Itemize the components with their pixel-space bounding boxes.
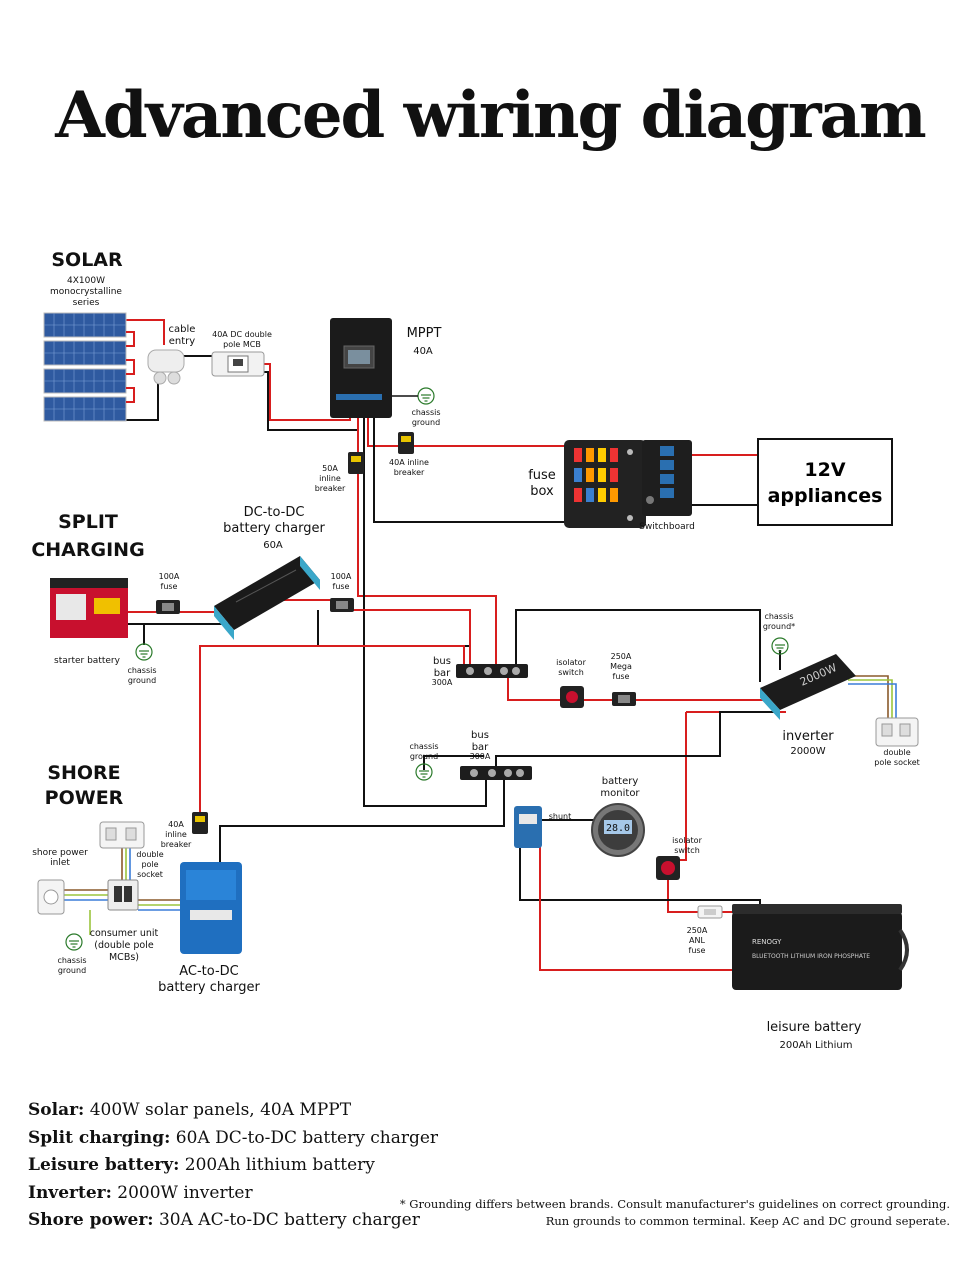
inverter-unit: 2000W	[760, 654, 856, 720]
shunt	[514, 806, 542, 848]
consumer-unit-box	[107, 879, 139, 911]
solar-panel-array	[43, 312, 135, 422]
inline-breaker-40a-shore-label: 40A inline breaker	[160, 820, 192, 849]
mppt-controller	[330, 318, 392, 418]
page-title: Advanced wiring diagram	[55, 78, 927, 153]
chassis-ground-shore	[65, 933, 83, 951]
acdc-charger-unit	[180, 862, 242, 954]
shunt-label: shunt	[548, 812, 572, 821]
isolator-switch-bottom	[656, 856, 680, 880]
solar-subheading: 4X100W monocrystalline series	[50, 276, 122, 308]
footnote-line-1: * Grounding differs between brands. Cons…	[399, 1197, 950, 1211]
inverter-label: inverter	[782, 729, 834, 744]
battery-spec-text: BLUETOOTH LITHIUM IRON PHOSPHATE	[752, 953, 870, 960]
isolator-switch-bottom-label: isolator switch	[672, 836, 702, 855]
leisure-battery-unit: RENOGY BLUETOOTH LITHIUM IRON PHOSPHATE	[732, 904, 909, 990]
shore-inlet-label: shore power inlet	[32, 848, 88, 868]
switchboard-label: Switchboard	[639, 522, 695, 532]
leisure-battery-spec: 200Ah Lithium	[779, 1040, 853, 1051]
inline-breaker-50a	[348, 452, 364, 474]
shore-heading-2: POWER	[44, 787, 124, 809]
fuse-100a-left-label: 100A fuse	[158, 572, 180, 591]
chassis-ground-starter-label: chassis ground	[127, 666, 157, 685]
battery-brand-text: RENOGY	[752, 938, 782, 946]
solar-panel	[43, 340, 127, 366]
battery-monitor: 28.0	[591, 803, 645, 857]
summary-item: Split charging: 60A DC-to-DC battery cha…	[28, 1127, 439, 1148]
mega-fuse	[612, 692, 636, 706]
solar-panel	[43, 396, 127, 422]
inline-breaker-40a-label: 40A inline breaker	[389, 458, 429, 477]
double-pole-socket-inverter	[875, 717, 919, 747]
isolator-switch-top	[560, 686, 584, 708]
bus-bar-top-label: bus bar	[433, 656, 451, 679]
bus-bar-top-amps: 300A	[431, 678, 453, 687]
dc-mcb	[211, 351, 265, 377]
isolator-switch-top-label: isolator switch	[556, 658, 586, 677]
double-pole-socket-inverter-label: double pole socket	[874, 748, 920, 767]
chassis-ground-busbar-label: chassis ground	[409, 742, 439, 761]
consumer-unit-label: consumer unit (double pole MCBs)	[89, 928, 159, 963]
chassis-ground-inverter	[771, 637, 789, 655]
fuse-100a-right	[330, 598, 354, 612]
leisure-battery-label: leisure battery	[766, 1020, 862, 1035]
anl-fuse-label: 250A ANL fuse	[686, 926, 708, 955]
mega-fuse-label: 250A Mega fuse	[610, 652, 632, 681]
summary-item: Inverter: 2000W inverter	[28, 1182, 253, 1203]
solar-panel	[43, 312, 127, 338]
split-heading-2: CHARGING	[31, 539, 145, 561]
battery-monitor-display: 28.0	[606, 823, 630, 834]
fuse-100a-right-label: 100A fuse	[330, 572, 352, 591]
appliances-box: 12V appliances	[757, 438, 893, 526]
mppt-amps-label: 40A	[413, 346, 433, 357]
starter-battery-label: starter battery	[54, 656, 120, 666]
chassis-ground-shore-label: chassis ground	[57, 956, 87, 975]
cable-entry-label: cable entry	[168, 324, 196, 347]
inline-breaker-50a-label: 50A inline breaker	[314, 464, 346, 493]
summary-list: Solar: 400W solar panels, 40A MPPT Split…	[28, 1097, 438, 1235]
inverter-watts-label: 2000W	[790, 746, 826, 757]
switchboard	[642, 440, 692, 516]
dcdc-charger	[214, 556, 320, 640]
anl-fuse	[697, 905, 723, 919]
bus-bar-bottom-label: bus bar	[471, 730, 489, 753]
summary-item: Leisure battery: 200Ah lithium battery	[28, 1155, 375, 1175]
inline-breaker-40a-shore	[192, 812, 208, 834]
ac-wiring	[60, 675, 897, 935]
chassis-ground-starter	[135, 643, 153, 661]
inline-breaker-40a-mppt	[398, 432, 414, 454]
bus-bar-top	[456, 664, 528, 678]
dcdc-amps-label: 60A	[263, 540, 283, 551]
cable-entry-gland	[147, 349, 185, 385]
summary-item: Shore power: 30A AC-to-DC battery charge…	[28, 1210, 420, 1230]
mppt-label: MPPT	[406, 326, 442, 341]
battery-monitor-label: battery monitor	[600, 776, 640, 799]
chassis-ground-mppt	[417, 387, 435, 405]
shore-heading-1: SHORE	[47, 762, 121, 784]
solar-heading: SOLAR	[51, 249, 123, 271]
solar-panel	[43, 368, 127, 394]
footnote-line-2: Run grounds to common terminal. Keep AC …	[545, 1214, 950, 1228]
summary-item: Solar: 400W solar panels, 40A MPPT	[28, 1100, 352, 1120]
split-heading-1: SPLIT	[58, 511, 118, 533]
double-pole-socket-shore-label: double pole socket	[136, 850, 164, 879]
chassis-ground-mppt-label: chassis ground	[411, 408, 441, 427]
starter-battery	[50, 578, 128, 638]
grounding-footnote: * Grounding differs between brands. Cons…	[400, 1196, 950, 1230]
bus-bar-bottom-amps: 300A	[469, 752, 491, 761]
dcdc-label: DC-to-DC battery charger	[223, 505, 325, 536]
chassis-ground-inverter-label: chassis ground*	[762, 612, 796, 631]
double-pole-socket-shore	[99, 821, 145, 849]
fuse-100a-left	[156, 600, 180, 614]
fuse-box-label: fuse box	[528, 468, 556, 499]
battery-bus-wiring	[126, 418, 786, 971]
acdc-label: AC-to-DC battery charger	[158, 964, 260, 995]
fuse-box	[564, 440, 646, 528]
mcb-label: 40A DC double pole MCB	[212, 330, 272, 349]
shore-power-inlet	[37, 879, 65, 915]
bus-bar-bottom	[460, 766, 532, 780]
